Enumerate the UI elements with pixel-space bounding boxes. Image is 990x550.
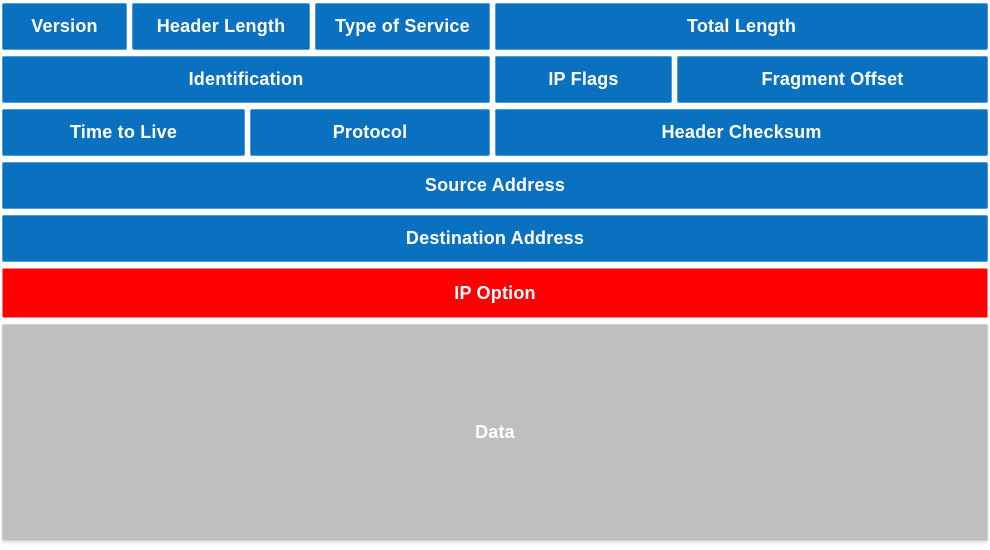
field-data: Data bbox=[2, 324, 988, 541]
diagram-row-7: Data bbox=[2, 324, 988, 541]
field-header-checksum: Header Checksum bbox=[495, 109, 988, 156]
field-fragment-offset: Fragment Offset bbox=[677, 56, 988, 103]
field-type-of-service: Type of Service bbox=[315, 3, 490, 50]
field-source-address: Source Address bbox=[2, 162, 988, 209]
field-version: Version bbox=[2, 3, 127, 50]
field-ip-option: IP Option bbox=[2, 268, 988, 318]
diagram-row-4: Source Address bbox=[2, 162, 988, 209]
diagram-row-2: Identification IP Flags Fragment Offset bbox=[2, 56, 988, 103]
diagram-row-6: IP Option bbox=[2, 268, 988, 318]
diagram-row-3: Time to Live Protocol Header Checksum bbox=[2, 109, 988, 156]
field-header-length: Header Length bbox=[132, 3, 310, 50]
field-time-to-live: Time to Live bbox=[2, 109, 245, 156]
diagram-row-1: Version Header Length Type of Service To… bbox=[2, 3, 988, 50]
field-destination-address: Destination Address bbox=[2, 215, 988, 262]
field-protocol: Protocol bbox=[250, 109, 490, 156]
field-ip-flags: IP Flags bbox=[495, 56, 672, 103]
diagram-row-5: Destination Address bbox=[2, 215, 988, 262]
field-identification: Identification bbox=[2, 56, 490, 103]
field-total-length: Total Length bbox=[495, 3, 988, 50]
